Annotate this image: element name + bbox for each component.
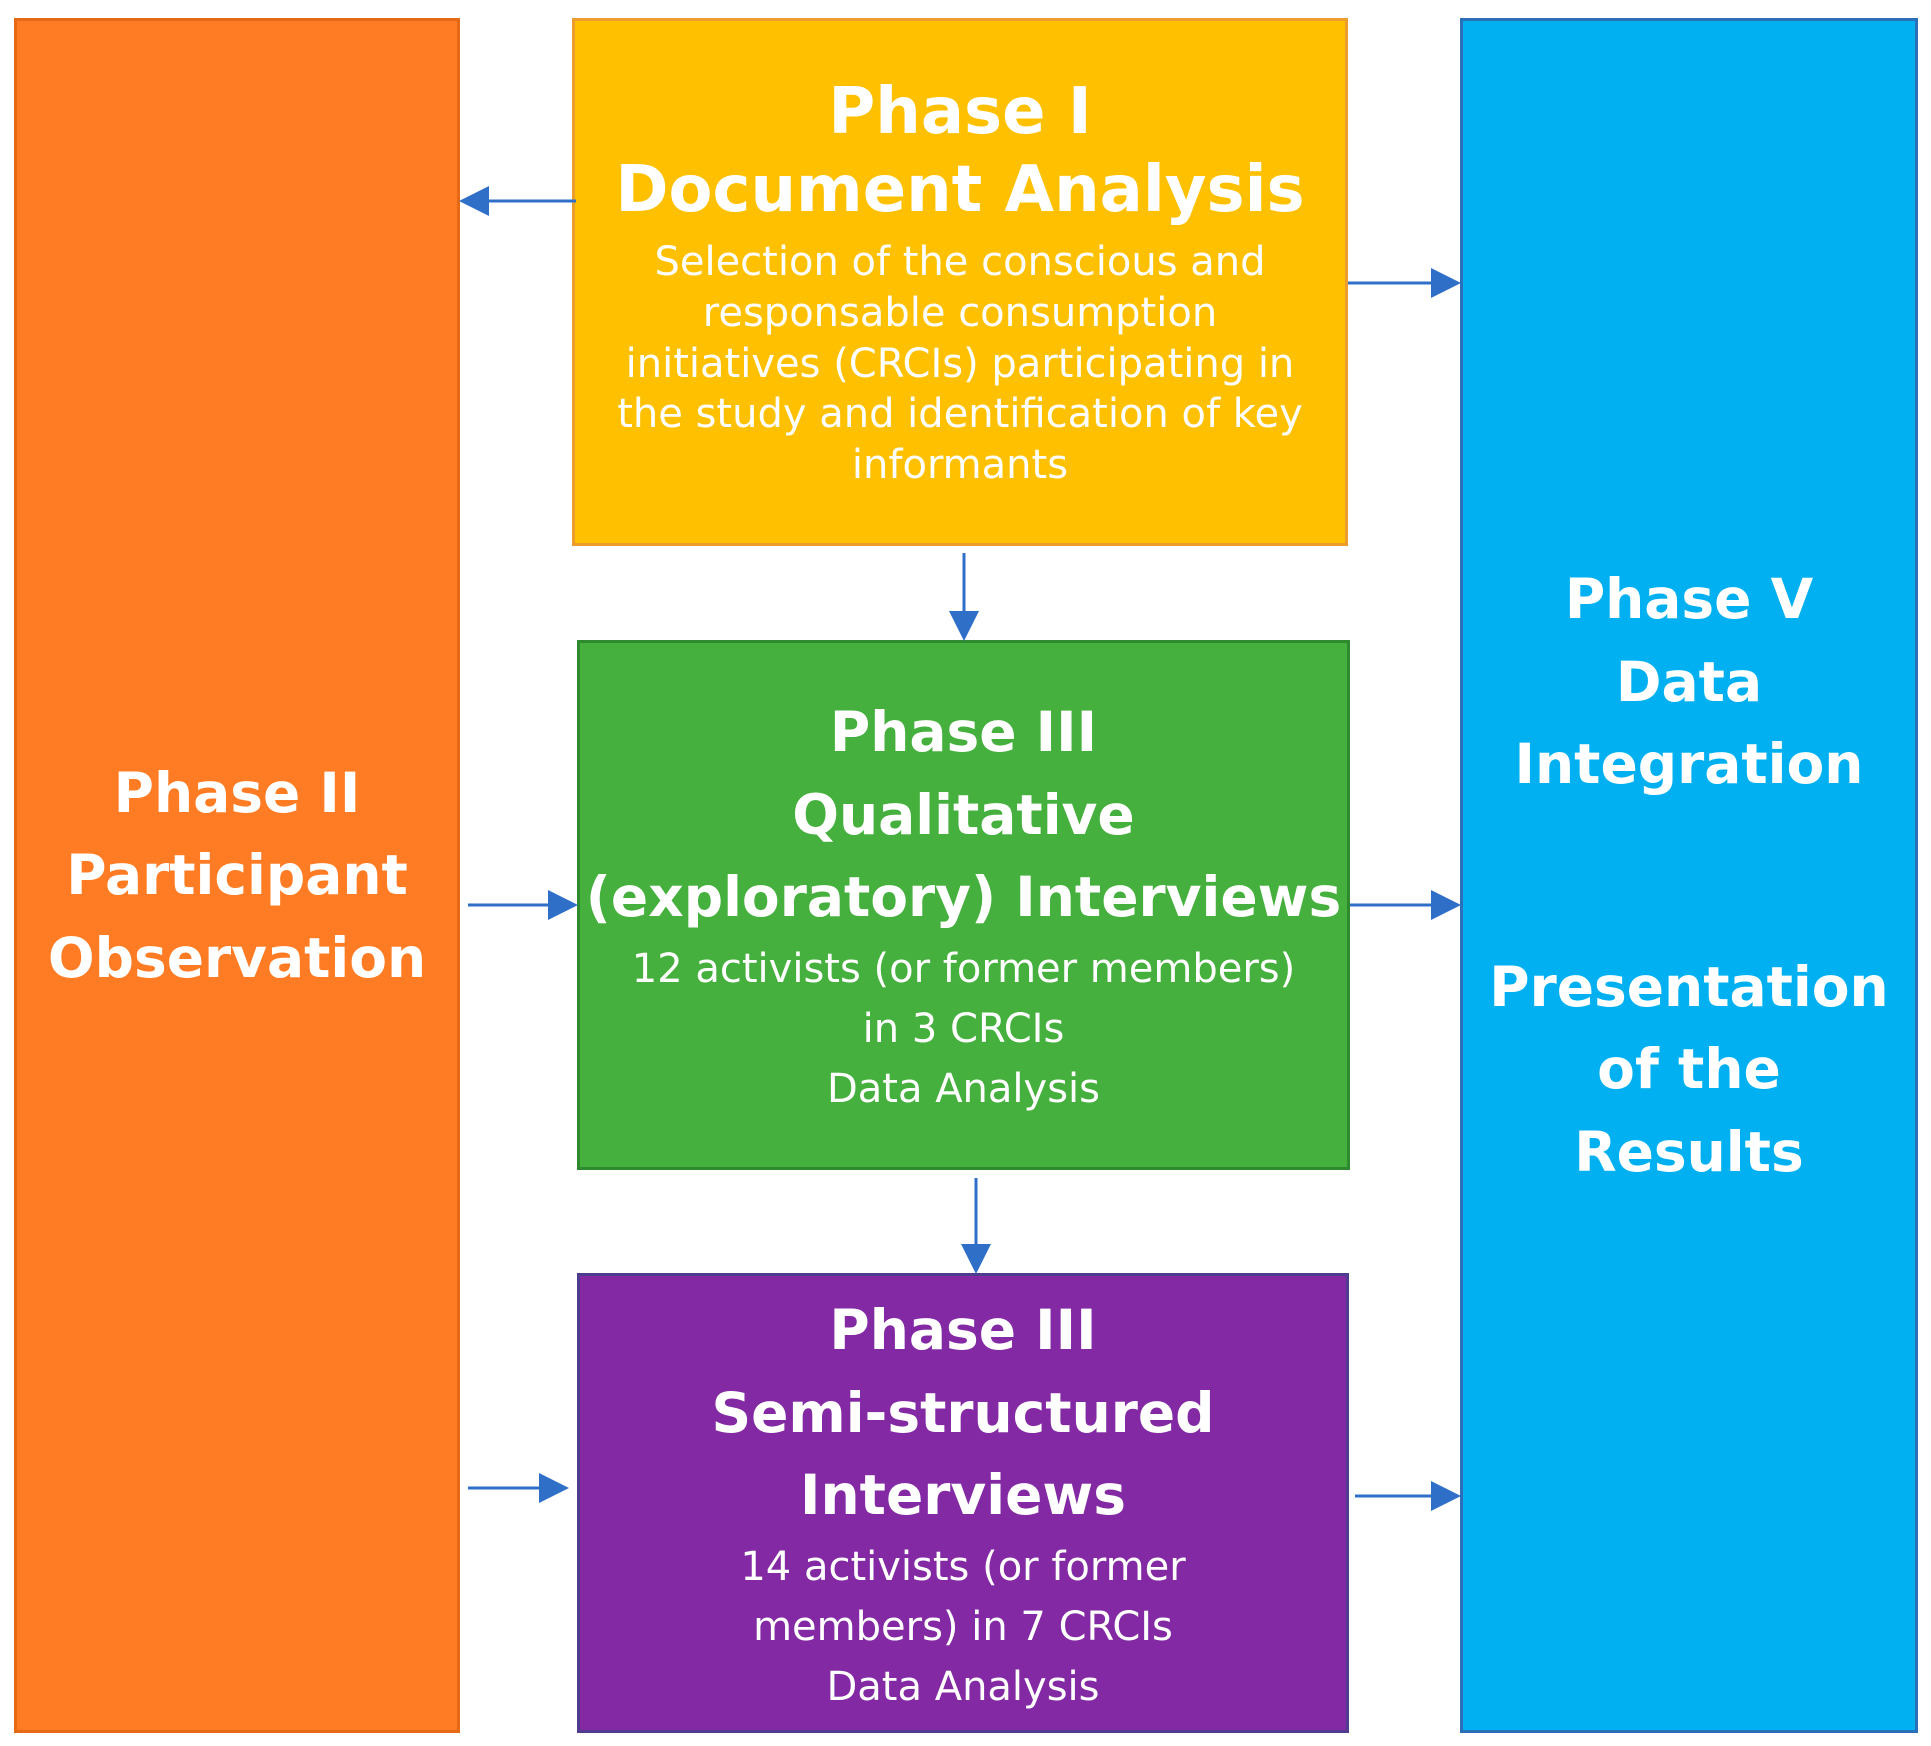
phase1-title-line: Phase I xyxy=(828,74,1092,149)
phase1-description-line: initiatives (CRCIs) participating in xyxy=(625,340,1295,387)
phase1-description-line: Selection of the conscious and xyxy=(654,239,1266,286)
phase3-qualitative-description-line: in 3 CRCIs xyxy=(862,1005,1065,1052)
phase3-qualitative-title: Phase III Qualitative (exploratory) Inte… xyxy=(586,691,1341,939)
phase1-description-line: the study and identification of key xyxy=(617,391,1303,438)
phase5-title: Phase V Data Integration xyxy=(1515,558,1864,806)
phase1-title-line: Document Analysis xyxy=(615,153,1305,227)
phase3-semistructured-title: Phase III Semi-structured Interviews xyxy=(711,1289,1214,1537)
phase3-qualitative-description-line: Data Analysis xyxy=(826,1065,1100,1112)
phase2-box: Phase II Participant Observation xyxy=(14,18,460,1733)
phase3-semistructured-title-line: Semi-structured xyxy=(711,1380,1215,1445)
phase3-qualitative-description: 12 activists (or former members) in 3 CR… xyxy=(632,939,1295,1119)
phase1-box: Phase I Document Analysis Selection of t… xyxy=(572,18,1348,546)
phase3-semistructured-description-line: 14 activists (or former xyxy=(740,1543,1186,1590)
phase5-subtitle-line: of the xyxy=(1597,1037,1781,1101)
phase2-title: Phase II Participant Observation xyxy=(48,752,426,1000)
phase5-box: Phase V Data Integration Presentation of… xyxy=(1460,18,1918,1733)
phase2-title-line: Participant xyxy=(66,843,408,908)
phase2-title-line: Observation xyxy=(47,925,427,990)
phase5-subtitle-line: Results xyxy=(1574,1119,1804,1184)
phase3-semistructured-description-line: Data Analysis xyxy=(826,1663,1100,1710)
phase1-title: Phase I Document Analysis xyxy=(615,73,1304,229)
phase3-semistructured-box: Phase III Semi-structured Interviews 14 … xyxy=(577,1273,1349,1733)
phase3-semistructured-title-line: Phase III xyxy=(829,1298,1097,1363)
phase5-subtitle: Presentation of the Results xyxy=(1489,946,1888,1194)
phase1-description-line: informants xyxy=(851,442,1069,489)
phase3-qualitative-box: Phase III Qualitative (exploratory) Inte… xyxy=(577,640,1350,1170)
phase3-qualitative-title-line: (exploratory) Interviews xyxy=(585,865,1342,930)
phase3-semistructured-title-line: Interviews xyxy=(800,1463,1126,1528)
phase5-title-line: Integration xyxy=(1514,732,1864,796)
phase1-description: Selection of the conscious and responsab… xyxy=(617,237,1303,491)
phase1-description-line: responsable consumption xyxy=(702,289,1218,336)
phase5-title-line: Phase V xyxy=(1564,567,1814,631)
phase2-title-line: Phase II xyxy=(113,760,361,825)
phase3-qualitative-title-line: Qualitative xyxy=(792,782,1135,847)
phase3-qualitative-description-line: 12 activists (or former members) xyxy=(631,945,1296,992)
phase5-title-line: Data xyxy=(1615,649,1763,714)
phase3-qualitative-title-line: Phase III xyxy=(829,700,1098,765)
phase5-subtitle-line: Presentation xyxy=(1489,954,1889,1019)
phase3-semistructured-description-line: members) in 7 CRCIs xyxy=(753,1603,1173,1650)
phase3-semistructured-description: 14 activists (or former members) in 7 CR… xyxy=(740,1537,1185,1717)
